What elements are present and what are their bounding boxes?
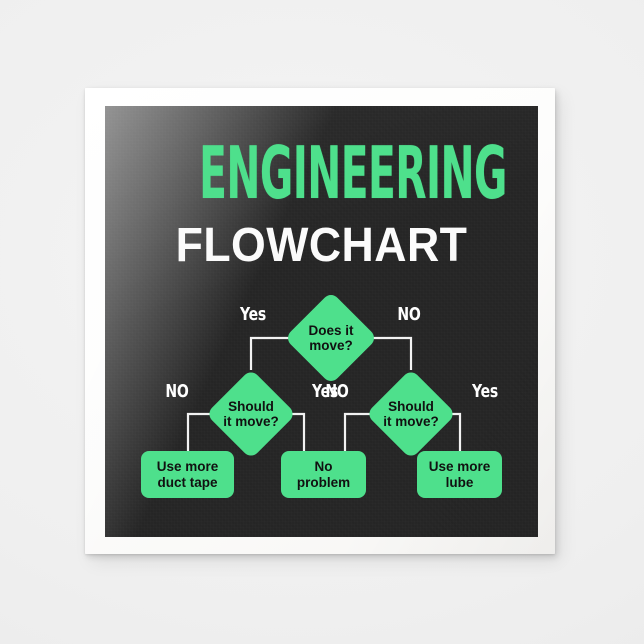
flowchart-diagram: Does it move? Should it move? Should it … — [105, 106, 538, 537]
node-use-more-lube: Use more lube — [417, 451, 502, 498]
diamond-shape — [284, 291, 378, 385]
node-label: No problem — [296, 458, 351, 490]
node-no-problem: No problem — [281, 451, 366, 498]
edge-no-to-should-right — [364, 336, 413, 370]
node-label: Use more duct tape — [156, 458, 219, 490]
edge-yes-to-should-left — [249, 336, 298, 370]
node-use-more-duct-tape: Use more duct tape — [141, 451, 234, 498]
edge-label-left-no: NO — [165, 381, 189, 402]
edge-label-top-yes: Yes — [239, 304, 267, 325]
node-does-it-move: Does it move? — [284, 291, 378, 385]
edge-label-top-no: NO — [397, 304, 421, 325]
edge-label-right-no: NO — [325, 381, 349, 402]
node-should-it-move-left: Should it move? — [205, 368, 297, 460]
edge-no-to-no-problem — [343, 412, 379, 452]
printed-design-panel: ENGINEERING FLOWCHART — [105, 106, 538, 537]
napkin-product: ENGINEERING FLOWCHART — [85, 88, 555, 554]
diamond-shape — [205, 368, 297, 460]
diamond-shape — [365, 368, 457, 460]
page-subtitle: FLOWCHART — [175, 219, 468, 272]
edge-label-left-yes: Yes — [311, 381, 339, 402]
node-should-it-move-right: Should it move? — [365, 368, 457, 460]
edge-label-right-yes: Yes — [471, 381, 499, 402]
node-label: Use more lube — [428, 458, 491, 490]
